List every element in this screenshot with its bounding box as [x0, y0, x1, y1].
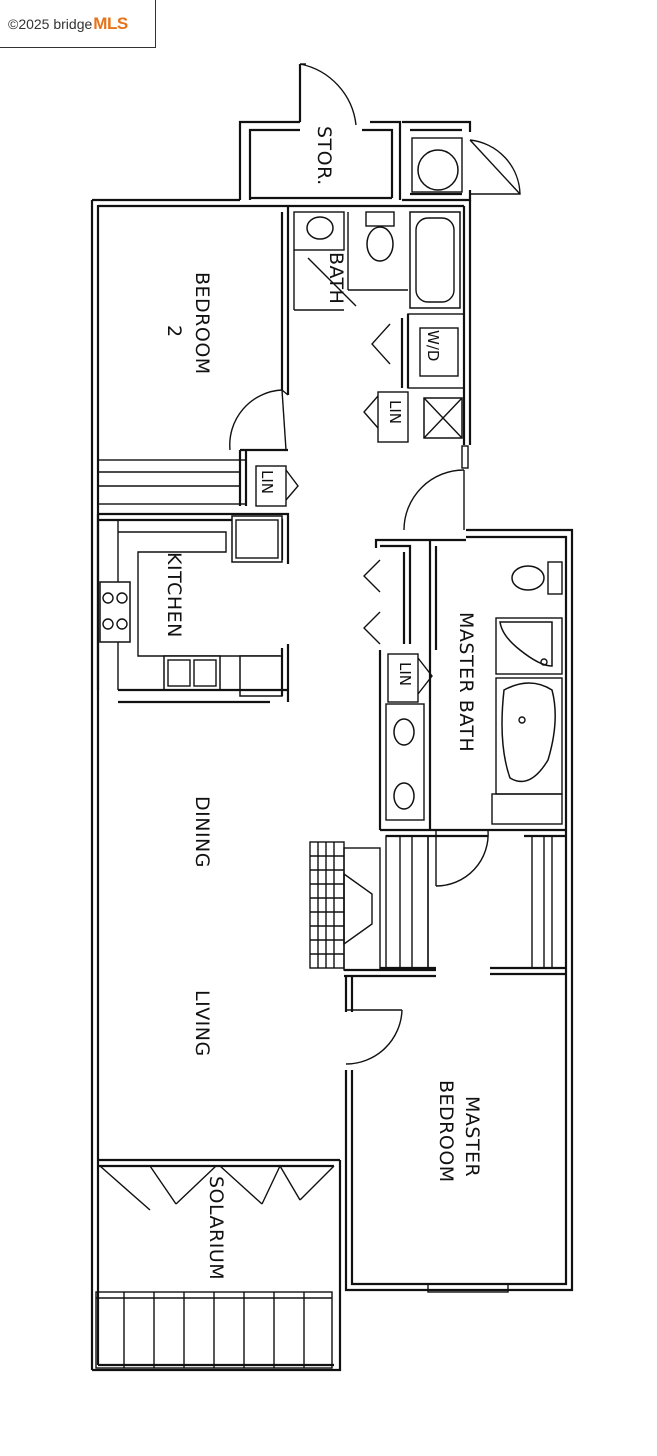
- kitchen-label: KITCHEN: [163, 552, 185, 638]
- stove-icon: [99, 581, 131, 643]
- bathtub-icon: [409, 211, 461, 309]
- entry-door: [403, 469, 465, 531]
- bath-label: BATH: [325, 252, 347, 304]
- master-bath: LIN MASTER BATH: [378, 561, 563, 887]
- solarium-label: SOLARIUM: [205, 1176, 227, 1280]
- sink-icon: [306, 216, 334, 240]
- water-heater-icon: [417, 149, 459, 191]
- kitchen-sink-icon: [163, 655, 221, 691]
- kitchen: KITCHEN: [96, 512, 290, 704]
- linen-master-label: LIN: [396, 662, 414, 686]
- master-sink-1-icon: [393, 718, 415, 746]
- bedroom-2-label-line1: BEDROOM: [191, 272, 213, 375]
- shower-icon: [499, 621, 553, 667]
- linen-closet-hall: LIN: [255, 465, 299, 507]
- master-sink-2-icon: [393, 782, 415, 810]
- storage-label: STOR.: [313, 126, 335, 186]
- refrigerator-icon: [231, 515, 283, 563]
- toilet-icon: [366, 226, 394, 262]
- fireplace-hearth: [309, 841, 345, 969]
- solarium: SOLARIUM: [95, 1158, 340, 1369]
- watermark-prefix: ©2025 bridge: [8, 15, 93, 32]
- master-bedroom-label-line1: MASTER: [461, 1096, 483, 1177]
- fireplace: [309, 841, 436, 1012]
- living-label: LIVING: [191, 990, 213, 1057]
- master-toilet-icon: [511, 565, 545, 591]
- laundry-area: W/D LIN: [363, 313, 465, 443]
- bedroom-2-label-line2: 2: [163, 325, 185, 338]
- master-bedroom-label-line2: BEDROOM: [435, 1080, 457, 1183]
- bedroom-2: BEDROOM 2: [97, 206, 290, 506]
- linen-hall-lower-label: LIN: [258, 470, 276, 494]
- linen-hall-upper-label: LIN: [386, 400, 404, 424]
- master-tub-icon: [501, 682, 556, 783]
- master-bath-label: MASTER BATH: [455, 612, 477, 752]
- master-bedroom-door: [345, 1009, 403, 1065]
- dining-label: DINING: [191, 796, 213, 868]
- storage-area: STOR.: [299, 63, 521, 195]
- outer-walls: [90, 64, 574, 1372]
- hall-closets: [363, 538, 466, 650]
- hall-bath: BATH: [293, 211, 461, 311]
- watermark-brand: MLS: [93, 13, 128, 33]
- walk-in-closets: [380, 828, 566, 976]
- washer-dryer-label: W/D: [424, 330, 442, 361]
